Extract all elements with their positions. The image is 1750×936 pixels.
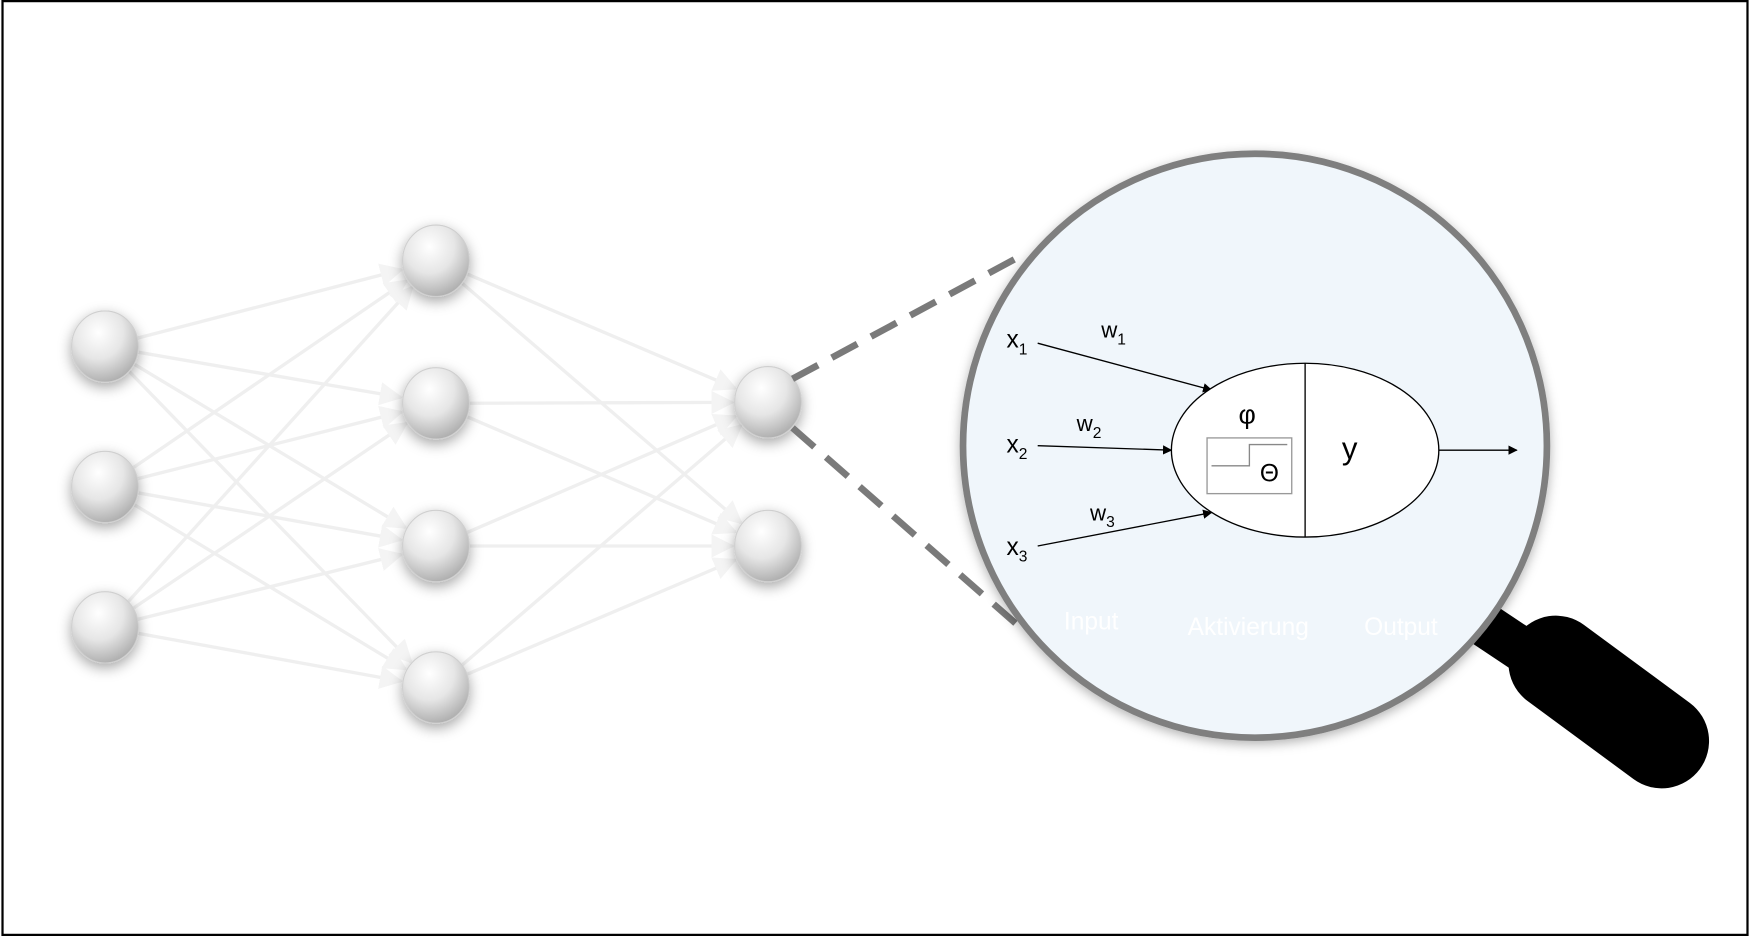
connection-l0-1-0 bbox=[131, 279, 409, 470]
input-arrow-1 bbox=[1037, 342, 1213, 393]
step-function-box bbox=[1206, 437, 1293, 495]
connection-l1-3-0 bbox=[460, 423, 743, 667]
input-label-2: x2 bbox=[1006, 431, 1027, 463]
input-label-3: x3 bbox=[1006, 534, 1027, 566]
node-layer0-1 bbox=[71, 450, 140, 524]
connection-l1-1-0 bbox=[469, 390, 735, 415]
node-layer1-2 bbox=[401, 509, 470, 583]
zoom-dash-lower bbox=[790, 425, 1029, 636]
neuron-model: φ Θ y x1 x2 x3 w1 w2 w3 Input Aktivierun… bbox=[1006, 318, 1518, 641]
magnifier-handle-icon bbox=[1461, 601, 1710, 789]
input-arrow-3 bbox=[1037, 509, 1213, 547]
weight-label-3: w3 bbox=[1089, 500, 1115, 531]
node-layer0-2 bbox=[71, 591, 140, 664]
threshold-symbol: Θ bbox=[1260, 460, 1279, 487]
input-label-1: x1 bbox=[1006, 327, 1027, 359]
node-layer0-0 bbox=[71, 310, 140, 383]
weight-label-2: w2 bbox=[1076, 411, 1102, 442]
input-arrow-2 bbox=[1037, 445, 1173, 455]
network-connections bbox=[126, 263, 743, 689]
step-function-icon bbox=[1211, 443, 1288, 467]
output-symbol: y bbox=[1342, 431, 1358, 466]
connection-l1-2-0 bbox=[465, 414, 738, 535]
connection-l0-2-3 bbox=[137, 631, 404, 689]
section-label-activation: Aktivierung bbox=[1188, 614, 1309, 641]
section-label-output: Output bbox=[1364, 614, 1438, 641]
node-layer1-3 bbox=[401, 651, 470, 724]
connection-l0-2-0 bbox=[126, 285, 414, 604]
connection-l0-2-2 bbox=[137, 548, 404, 621]
activation-symbol: φ bbox=[1238, 399, 1255, 429]
network-nodes bbox=[71, 224, 803, 724]
connection-l0-2-1 bbox=[131, 421, 409, 610]
node-layer2-1 bbox=[734, 509, 803, 583]
connection-l0-0-0 bbox=[136, 263, 404, 340]
section-label-input: Input bbox=[1064, 609, 1119, 636]
connection-l1-3-1 bbox=[466, 557, 738, 676]
connection-l1-0-0 bbox=[466, 272, 738, 391]
weight-label-1: w1 bbox=[1100, 318, 1126, 349]
node-layer1-0 bbox=[401, 224, 470, 297]
node-layer1-1 bbox=[401, 367, 470, 440]
node-layer2-0 bbox=[734, 366, 803, 439]
